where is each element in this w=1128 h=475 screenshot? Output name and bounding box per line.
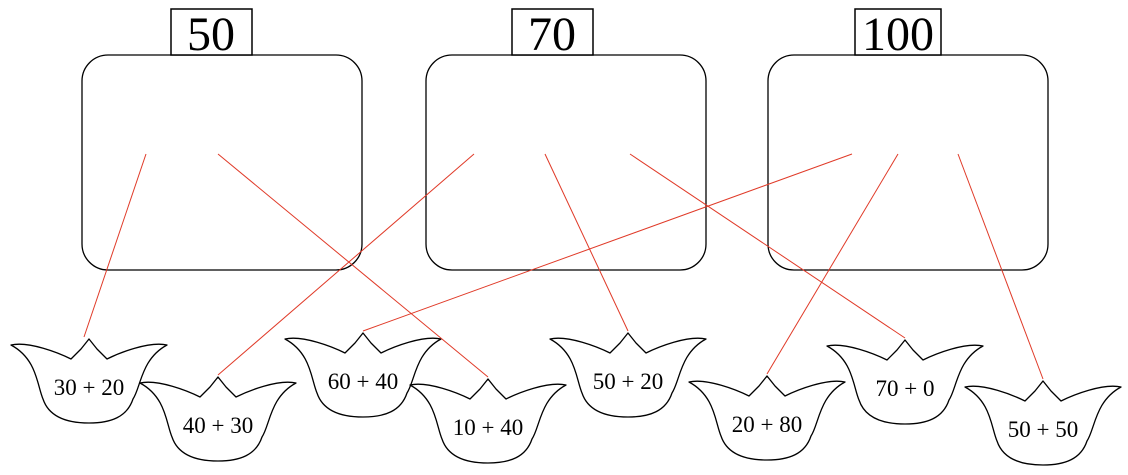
tulip-shape — [688, 375, 846, 461]
target-box-outline — [767, 54, 1049, 271]
target-box-70: 70 — [425, 8, 707, 271]
tulip-shape — [139, 376, 297, 462]
flower-expression: 50 + 50 — [1008, 417, 1078, 442]
target-label: 100 — [862, 8, 934, 61]
flower-expression: 20 + 80 — [732, 412, 802, 437]
tulip-shape — [409, 378, 567, 464]
flower-expression: 70 + 0 — [876, 376, 935, 401]
flower-card[interactable]: 10 + 40 — [409, 378, 567, 464]
connector-line — [766, 153, 899, 375]
tulip-shape — [284, 332, 442, 418]
flower-card[interactable]: 50 + 50 — [964, 380, 1122, 466]
connector-line — [957, 153, 1044, 380]
tulip-shape — [964, 380, 1122, 466]
flower-expression: 30 + 20 — [54, 375, 124, 400]
target-label: 70 — [528, 8, 576, 61]
flower-card[interactable]: 30 + 20 — [10, 338, 168, 424]
connector-line — [629, 153, 906, 339]
connector-line — [544, 153, 629, 332]
connector-line — [83, 153, 147, 338]
flower-card[interactable]: 40 + 30 — [139, 376, 297, 462]
flower-expression: 50 + 20 — [593, 369, 663, 394]
tulip-shape — [549, 332, 707, 418]
connector-line — [362, 153, 853, 332]
flower-card[interactable]: 70 + 0 — [826, 339, 984, 425]
target-box-outline — [425, 54, 707, 271]
flower-expression: 40 + 30 — [183, 413, 253, 438]
target-label-frame — [854, 8, 942, 56]
flower-card[interactable]: 60 + 40 — [284, 332, 442, 418]
target-label-frame — [511, 8, 594, 56]
flower-expression: 60 + 40 — [328, 369, 398, 394]
tulip-shape — [826, 339, 984, 425]
target-box-100: 100 — [767, 8, 1049, 271]
flower-card[interactable]: 50 + 20 — [549, 332, 707, 418]
target-box-50: 50 — [81, 8, 363, 271]
connector-lines — [83, 153, 1044, 380]
connector-line — [217, 153, 489, 378]
tulip-shape — [10, 338, 168, 424]
connector-line — [217, 153, 475, 376]
flower-group: 30 + 20 40 + 30 60 + 40 10 + 40 50 + 20 20 + … — [10, 332, 1122, 466]
target-label-frame — [170, 8, 253, 56]
flower-card[interactable]: 20 + 80 — [688, 375, 846, 461]
flower-expression: 10 + 40 — [453, 415, 523, 440]
target-label: 50 — [187, 8, 235, 61]
